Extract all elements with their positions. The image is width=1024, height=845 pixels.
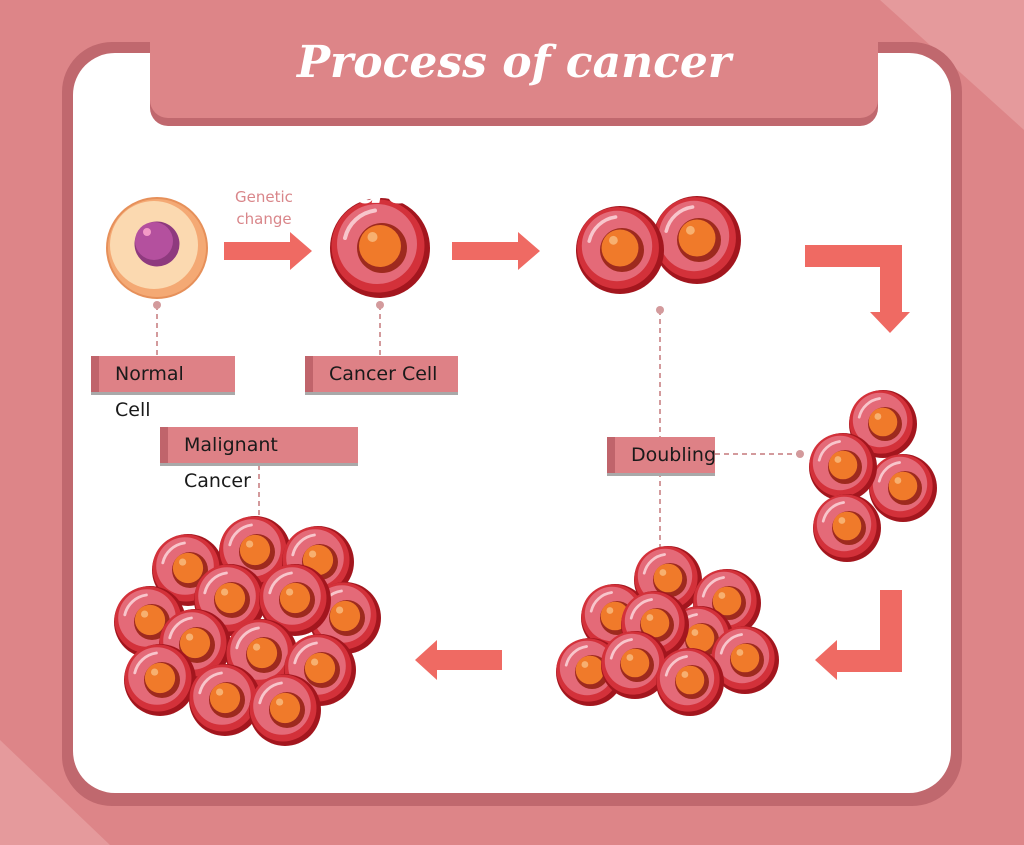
cancer-cell [653,196,741,284]
connector-lines [156,305,800,555]
corner-decoration [0,740,110,845]
note-line: Genetic [235,188,293,206]
cancer-cell [809,433,877,501]
cancer-cell [849,390,917,458]
cancer-cell [601,631,669,699]
cancer-cell [189,664,261,736]
arrow-elbow-left-icon [815,590,902,680]
cancer-cell [656,648,724,716]
note-line: change [236,210,292,228]
cancer-cell [259,564,331,636]
arrow-elbow-down-icon [805,245,910,333]
cancer-cell [152,534,224,606]
label-normal-cell: Normal Cell [91,356,235,421]
cancer-cell [249,674,321,746]
cancer-cell [711,626,779,694]
arrow-right-icon [452,232,540,270]
page-title: Process of cancer development [150,0,878,214]
label-malignant-cancer: Malignant Cancer [160,427,358,492]
cancer-cell [813,494,881,562]
normal-cell [106,197,208,299]
arrow-right-icon [224,232,312,270]
label-doubling: Doubling [607,437,716,473]
cancer-cell [124,644,196,716]
arrow-left-icon [415,640,502,680]
cancer-cell [869,454,937,522]
cancer-cell [330,198,430,298]
genetic-change-note: Genetic change [224,186,304,230]
label-cancer-cell: Cancer Cell [305,356,458,392]
cancer-cell [576,206,664,294]
